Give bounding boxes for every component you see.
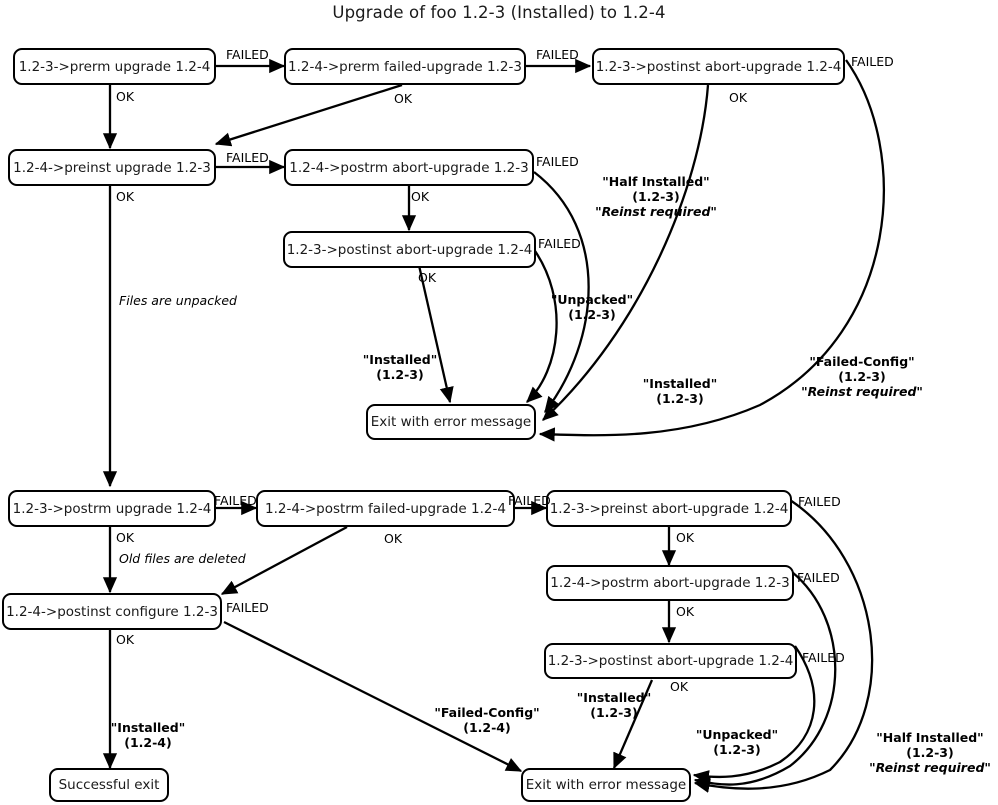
edge-label-ok-8: OK <box>384 531 403 546</box>
node-prerm-failed-upgrade[interactable]: 1.2-4->prerm failed-upgrade 1.2-3 <box>284 48 526 85</box>
state-line-2: (1.2-4) <box>124 735 172 750</box>
node-postinst-configure[interactable]: 1.2-4->postinst configure 1.2-3 <box>2 593 222 630</box>
state-line-1: "Half Installed" <box>602 174 710 189</box>
edge-label-ok-11: OK <box>116 632 135 647</box>
edge-label-ok-12: OK <box>670 679 689 694</box>
state-line-1: "Installed" <box>362 352 438 367</box>
node-postrm-abort-upgrade-bottom[interactable]: 1.2-4->postrm abort-upgrade 1.2-3 <box>546 565 794 601</box>
state-line-2: (1.2-3) <box>568 307 616 322</box>
edge-label-failed-8: FAILED <box>508 493 551 508</box>
state-label-unpacked-top: "Unpacked" (1.2-3) <box>530 292 654 322</box>
state-line-1: "Installed" <box>642 376 718 391</box>
state-line-2: (1.2-3) <box>906 745 954 760</box>
edge-label-failed-2: FAILED <box>536 47 579 62</box>
state-label-installed-top-right: "Installed" (1.2-3) <box>618 376 742 406</box>
edge-label-ok-10: OK <box>676 604 695 619</box>
edge-label-failed-5: FAILED <box>536 154 579 169</box>
state-line-2: (1.2-3) <box>590 705 638 720</box>
state-line-1: "Installed" <box>110 720 186 735</box>
state-line-2: (1.2-4) <box>463 720 511 735</box>
edge-label-failed-3: FAILED <box>851 54 894 69</box>
node-prerm-upgrade[interactable]: 1.2-3->prerm upgrade 1.2-4 <box>13 48 216 85</box>
node-exit-with-error-message-bottom[interactable]: Exit with error message <box>521 768 691 802</box>
node-postinst-abort-upgrade-top[interactable]: 1.2-3->postinst abort-upgrade 1.2-4 <box>592 48 845 85</box>
state-line-1: "Failed-Config" <box>434 705 540 720</box>
state-line-1: "Unpacked" <box>695 727 779 742</box>
node-preinst-abort-upgrade[interactable]: 1.2-3->preinst abort-upgrade 1.2-4 <box>546 490 792 527</box>
note-old-files-are-deleted: Old files are deleted <box>119 551 246 566</box>
state-label-installed-top-left: "Installed" (1.2-3) <box>338 352 462 382</box>
node-preinst-upgrade[interactable]: 1.2-4->preinst upgrade 1.2-3 <box>8 149 216 186</box>
state-line-1: "Unpacked" <box>550 292 634 307</box>
note-files-are-unpacked: Files are unpacked <box>119 293 237 308</box>
state-line-1: "Failed-Config" <box>809 354 915 369</box>
state-line-2: (1.2-3) <box>632 189 680 204</box>
edge-label-ok-2: OK <box>394 91 413 106</box>
state-label-half-installed-bottom: "Half Installed" (1.2-3) "Reinst require… <box>860 730 998 775</box>
edge-label-failed-12: FAILED <box>802 650 845 665</box>
edge-label-failed-10: FAILED <box>797 570 840 585</box>
edge-label-failed-11: FAILED <box>226 600 269 615</box>
edge-label-ok-4: OK <box>116 189 135 204</box>
state-line-1: "Half Installed" <box>876 730 984 745</box>
state-line-3: "Reinst required" <box>801 384 923 399</box>
node-exit-with-error-message-top[interactable]: Exit with error message <box>366 404 536 440</box>
state-line-2: (1.2-3) <box>713 742 761 757</box>
node-postrm-failed-upgrade[interactable]: 1.2-4->postrm failed-upgrade 1.2-4 <box>256 490 515 527</box>
edge-label-ok-7: OK <box>116 530 135 545</box>
state-line-3: "Reinst required" <box>595 204 717 219</box>
node-postinst-abort-upgrade-bottom[interactable]: 1.2-3->postinst abort-upgrade 1.2-4 <box>544 643 797 679</box>
edge-label-failed-7: FAILED <box>214 493 257 508</box>
state-label-half-installed-top: "Half Installed" (1.2-3) "Reinst require… <box>576 174 736 219</box>
state-label-installed-bottom: "Installed" (1.2-3) <box>552 690 676 720</box>
node-postinst-abort-upgrade-mid[interactable]: 1.2-3->postinst abort-upgrade 1.2-4 <box>283 231 536 268</box>
state-line-2: (1.2-3) <box>838 369 886 384</box>
edge-label-failed-4: FAILED <box>226 150 269 165</box>
edge-label-ok-6: OK <box>418 270 437 285</box>
state-line-3: "Reinst required" <box>869 760 991 775</box>
state-line-2: (1.2-3) <box>376 367 424 382</box>
edge-label-failed-6: FAILED <box>538 236 581 251</box>
edge-label-ok-1: OK <box>116 89 135 104</box>
edge-label-failed-1: FAILED <box>226 47 269 62</box>
state-line-2: (1.2-3) <box>656 391 704 406</box>
node-successful-exit[interactable]: Successful exit <box>49 768 169 802</box>
node-postrm-abort-upgrade-mid[interactable]: 1.2-4->postrm abort-upgrade 1.2-3 <box>284 149 534 186</box>
state-line-1: "Installed" <box>576 690 652 705</box>
state-label-installed-final: "Installed" (1.2-4) <box>86 720 210 750</box>
state-label-failed-config-top: "Failed-Config" (1.2-3) "Reinst required… <box>778 354 946 399</box>
edge-label-ok-3: OK <box>729 90 748 105</box>
edge-label-ok-5: OK <box>411 189 430 204</box>
page-title: Upgrade of foo 1.2-3 (Installed) to 1.2-… <box>332 3 666 22</box>
edge-label-failed-9: FAILED <box>798 494 841 509</box>
state-label-unpacked-bottom: "Unpacked" (1.2-3) <box>675 727 799 757</box>
node-postrm-upgrade[interactable]: 1.2-3->postrm upgrade 1.2-4 <box>8 490 216 527</box>
state-label-failed-config-bottom: "Failed-Config" (1.2-4) <box>409 705 565 735</box>
edge-label-ok-9: OK <box>676 530 695 545</box>
